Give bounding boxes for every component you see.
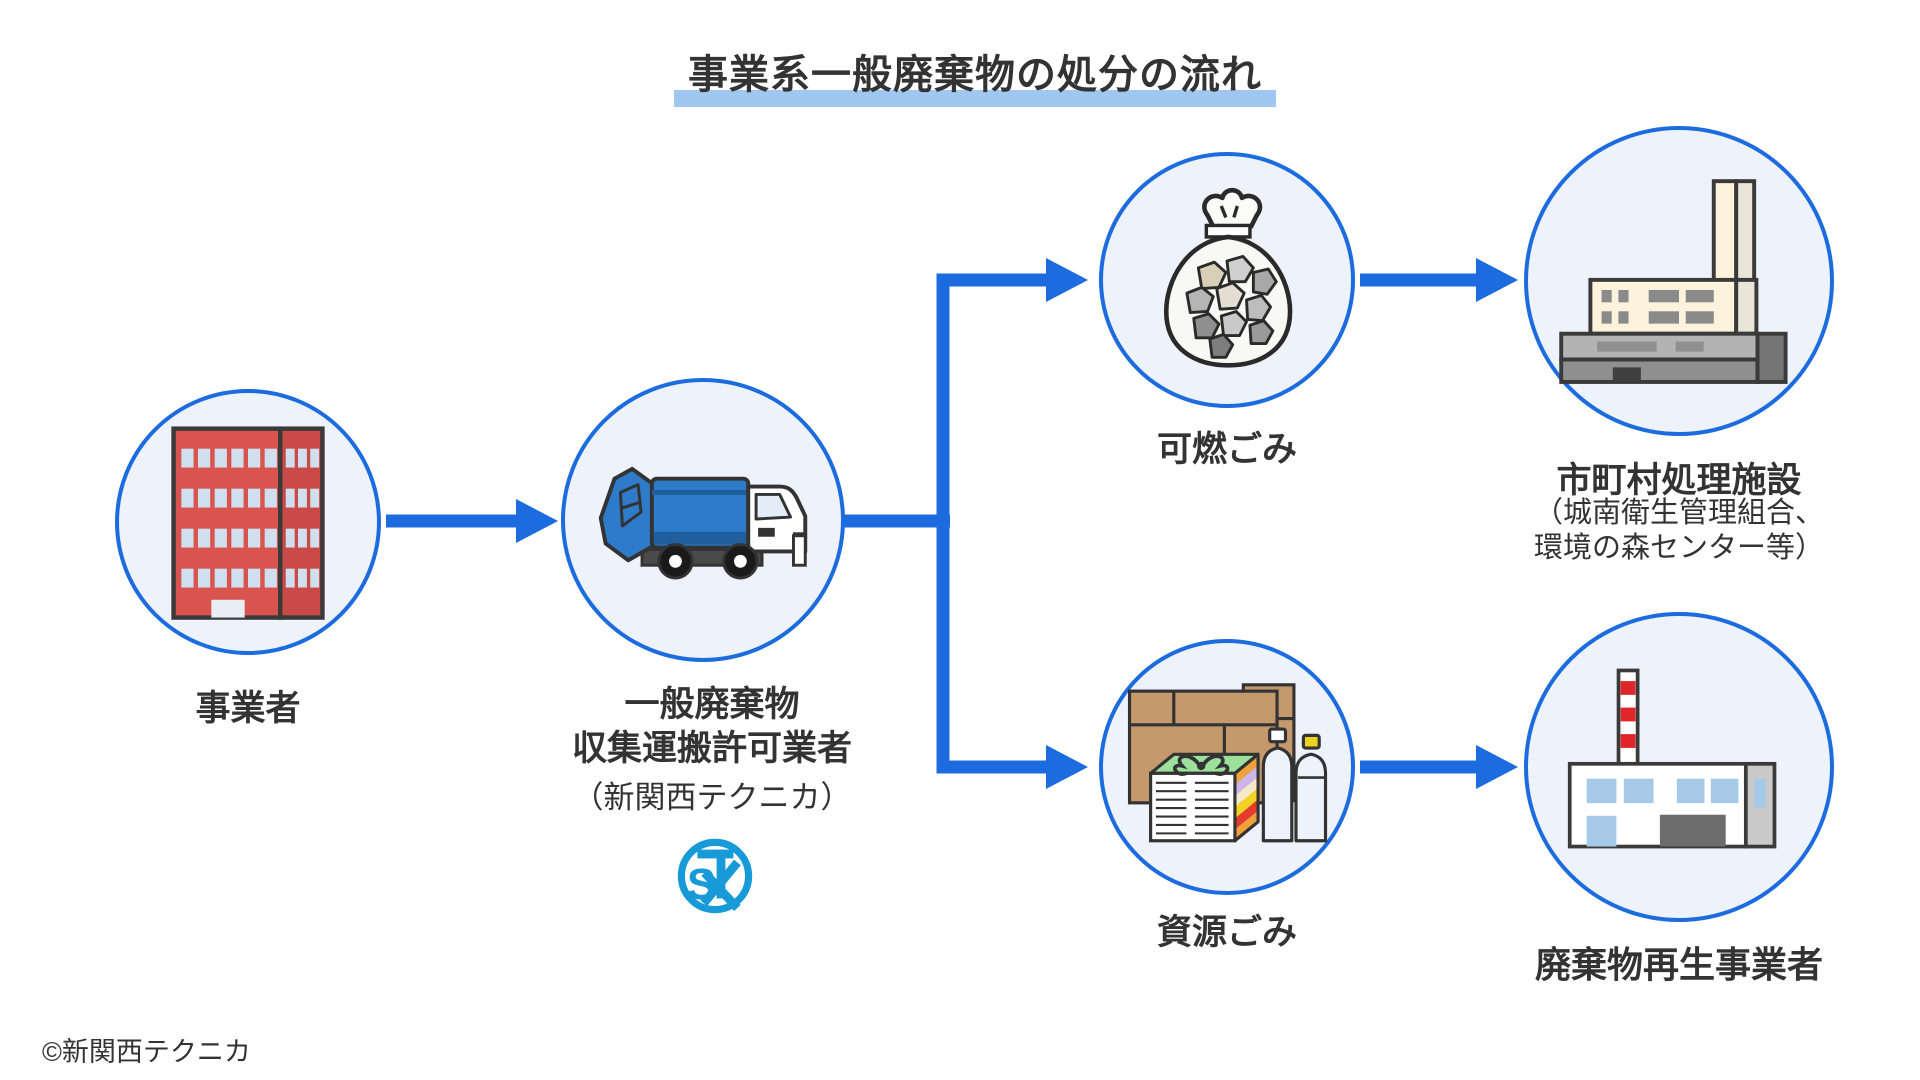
node-burnable	[1099, 152, 1355, 408]
sk-logo: S	[677, 838, 753, 914]
node-recyclable	[1099, 639, 1355, 895]
recycling-plant-icon	[1567, 668, 1777, 849]
sk-logo-letter: S	[687, 861, 716, 909]
incineration-plant-icon	[1559, 179, 1788, 384]
arrowhead	[1476, 258, 1518, 302]
label-hauler-company: （新関西テクニカ）	[572, 780, 852, 815]
node-municipal	[1524, 126, 1834, 436]
label-municipal-detail: （城南衛生管理組合、 環境の森センター等）	[1479, 496, 1879, 566]
title-row: 事業系一般廃棄物の処分の流れ	[0, 42, 1920, 107]
node-recycler	[1524, 612, 1834, 922]
garbage-bag-icon	[1163, 187, 1293, 368]
label-recycler: 廃棄物再生事業者	[1534, 944, 1823, 985]
label-hauler: 一般廃棄物 収集運搬許可業者	[512, 683, 912, 771]
arrowhead	[1476, 745, 1518, 789]
label-municipal-detail-line2: 環境の森センター等）	[1533, 532, 1824, 564]
recyclables-icon	[1127, 683, 1328, 843]
label-hauler-line1: 一般廃棄物	[624, 685, 800, 724]
copyright-text: ©新関西テクニカ	[42, 1037, 251, 1067]
label-business: 事業者	[195, 689, 301, 728]
garbage-truck-icon	[598, 466, 808, 580]
label-hauler-line2: 収集運搬許可業者	[571, 729, 852, 768]
arrowhead	[1046, 258, 1088, 302]
arrowhead	[1046, 745, 1088, 789]
node-hauler	[561, 378, 845, 662]
label-municipal-detail-line1: （城南衛生管理組合、	[1533, 497, 1824, 529]
label-burnable: 可燃ごみ	[1156, 430, 1297, 469]
office-building-icon	[171, 426, 325, 620]
arrowhead	[516, 499, 558, 543]
label-municipal: 市町村処理施設	[1556, 461, 1802, 500]
branch-path	[936, 273, 1048, 774]
label-recyclable: 資源ごみ	[1156, 913, 1297, 952]
node-business	[115, 389, 381, 655]
page-title: 事業系一般廃棄物の処分の流れ	[674, 42, 1276, 107]
